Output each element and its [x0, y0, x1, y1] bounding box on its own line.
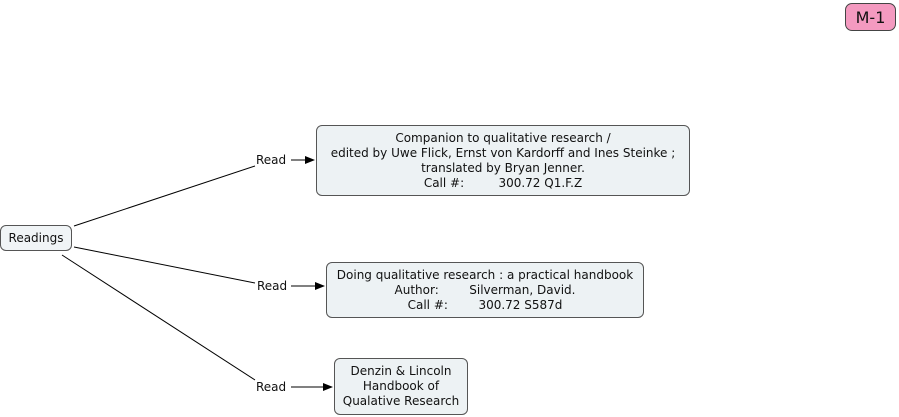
concept-text-line: translated by Bryan Jenner. [421, 160, 585, 175]
line-root-to-read-3 [61, 254, 256, 381]
concept-text-line: Qualative Research [342, 394, 460, 408]
link-label-read-1: Read [256, 153, 287, 167]
line-root-to-read-1 [73, 165, 256, 227]
concept-companion-qualitative-research[interactable]: Companion to qualitative research / edit… [316, 125, 690, 196]
concept-text-line: edited by Uwe Flick, Ernst von Kardorff … [330, 145, 676, 160]
link-label-read-3: Read [256, 380, 287, 394]
concept-readings[interactable]: Readings [0, 225, 72, 251]
concept-text-line: Call #: 300.72 Q1.F.Z [423, 175, 583, 190]
concept-readings-label: Readings [8, 230, 64, 245]
concept-text-line: Doing qualitative research : a practical… [336, 267, 634, 282]
concept-text-line: Call #: 300.72 S587d [407, 297, 563, 312]
map-id-badge: M-1 [845, 3, 896, 31]
concept-text-line: Author: Silverman, David. [394, 282, 576, 297]
concept-text-line: Denzin & Lincoln [350, 364, 452, 378]
concept-text-line: Handbook of [362, 379, 440, 393]
line-root-to-read-2 [73, 246, 256, 284]
concept-denzin-lincoln-handbook[interactable]: Denzin & Lincoln Handbook of Qualative R… [334, 358, 468, 415]
concept-text-line: Companion to qualitative research / [395, 130, 611, 145]
link-label-read-2: Read [257, 279, 288, 293]
concept-doing-qualitative-research[interactable]: Doing qualitative research : a practical… [326, 262, 644, 318]
